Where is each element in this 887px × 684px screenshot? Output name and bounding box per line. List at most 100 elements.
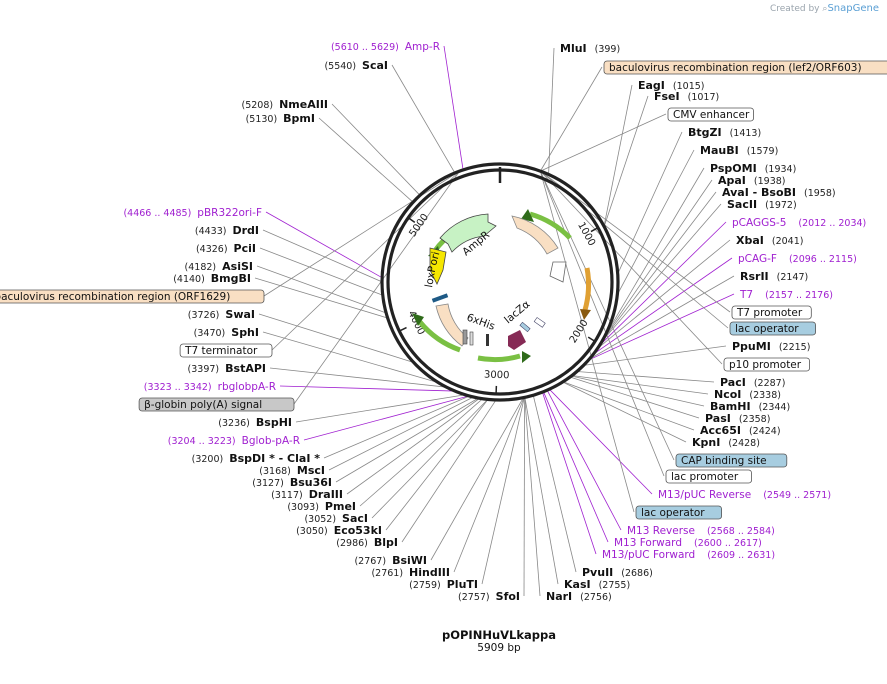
- site-label[interactable]: KasI (2755): [564, 578, 630, 591]
- feature-label[interactable]: CMV enhancer: [667, 107, 754, 122]
- site-label[interactable]: (3050)Eco53kI: [296, 524, 382, 537]
- site-label[interactable]: PvuII(2686): [582, 566, 653, 579]
- leader-line: [524, 397, 559, 585]
- svg-text:NcoI(2338): NcoI(2338): [714, 388, 781, 401]
- leader-line: [359, 398, 483, 507]
- site-label[interactable]: (3397)BstAPI: [188, 362, 266, 375]
- feature-label[interactable]: T7 promoter: [731, 305, 812, 320]
- site-label[interactable]: Acc65I(2424): [700, 424, 781, 437]
- tick-mark: [587, 336, 596, 342]
- svg-text:(3168)MscI: (3168)MscI: [259, 464, 325, 477]
- site-label[interactable]: NarI(2756): [546, 590, 612, 603]
- primer-label[interactable]: pCAG-F(2096 .. 2115): [738, 253, 857, 265]
- lac-operator-shape: [519, 321, 531, 333]
- site-label[interactable]: PasI(2358): [705, 412, 770, 425]
- site-label[interactable]: (3726)SwaI: [188, 308, 255, 321]
- site-label[interactable]: (5130)BpmI: [246, 112, 315, 125]
- feature-label[interactable]: lac promoter: [665, 469, 752, 484]
- leader-line: [597, 239, 731, 349]
- primer-name: Bglob-pA-R: [242, 435, 300, 447]
- site-label[interactable]: KpnI(2428): [692, 436, 760, 449]
- svg-text:PacI(2287): PacI(2287): [720, 376, 785, 389]
- leader-line: [532, 395, 577, 573]
- site-label[interactable]: (3127)Bsu36I: [252, 476, 332, 489]
- primer-label[interactable]: T7(2157 .. 2176): [739, 289, 833, 301]
- site-label[interactable]: (4326)PciI: [196, 242, 256, 255]
- svg-text:(3470)SphI: (3470)SphI: [194, 326, 259, 339]
- primer-label[interactable]: M13 Reverse(2568 .. 2584): [627, 525, 775, 537]
- feature-label[interactable]: lac operator: [635, 505, 722, 520]
- feature-box: [603, 60, 887, 75]
- site-label[interactable]: RsrII(2147): [740, 270, 808, 283]
- site-label[interactable]: (2757)SfoI: [458, 590, 520, 603]
- primer-label[interactable]: M13 Forward(2600 .. 2617): [614, 537, 762, 549]
- site-label[interactable]: (4433)DrdI: [195, 224, 259, 237]
- site-label[interactable]: FseI(1017): [654, 90, 719, 103]
- svg-text:(3093)PmeI: (3093)PmeI: [287, 500, 356, 513]
- site-label[interactable]: AvaI - BsoBI(1958): [722, 186, 836, 199]
- site-label[interactable]: (2986)BlpI: [336, 536, 398, 549]
- site-label[interactable]: PpuMI(2215): [732, 340, 810, 353]
- feature-label[interactable]: CAP binding site: [675, 453, 788, 468]
- primer-label[interactable]: (3204 .. 3223)Bglob-pA-R: [168, 435, 300, 447]
- site-label[interactable]: (3200)BspDI * - ClaI *: [192, 452, 321, 465]
- site-label[interactable]: (5540)ScaI: [324, 59, 388, 72]
- leader-line: [262, 331, 439, 384]
- site-label[interactable]: XbaI(2041): [736, 234, 803, 247]
- svg-text:AvaI - BsoBI(1958): AvaI - BsoBI(1958): [722, 186, 836, 199]
- orf-arc-right: [582, 267, 591, 311]
- feature-label[interactable]: T7 terminator: [179, 343, 273, 358]
- primer-label[interactable]: (5610 .. 5629)Amp-R: [331, 41, 440, 53]
- svg-text:MluI(399): MluI(399): [560, 42, 620, 55]
- primer-label[interactable]: (4466 .. 4485)pBR322ori-F: [123, 207, 262, 219]
- feature-label[interactable]: β-globin poly(A) signal: [138, 397, 295, 412]
- feature-box: [665, 469, 752, 484]
- primer-label[interactable]: M13/pUC Reverse(2549 .. 2571): [658, 489, 831, 501]
- site-label[interactable]: ApaI(1938): [718, 174, 786, 187]
- site-label[interactable]: (2761)HindIII: [371, 566, 450, 579]
- site-label[interactable]: BamHI(2344): [710, 400, 790, 413]
- site-label[interactable]: MluI(399): [560, 42, 620, 55]
- site-label[interactable]: NcoI(2338): [714, 388, 781, 401]
- site-label[interactable]: (3093)PmeI: [287, 500, 356, 513]
- site-label[interactable]: (3470)SphI: [194, 326, 259, 339]
- site-label[interactable]: (2759)PluTI: [409, 578, 478, 591]
- leader-line: [603, 95, 649, 227]
- feature-label[interactable]: p10 promoter: [723, 357, 810, 372]
- site-label[interactable]: (4140)BmgBI: [173, 272, 251, 285]
- site-label[interactable]: (3168)MscI: [259, 464, 325, 477]
- site-label[interactable]: PspOMI(1934): [710, 162, 796, 175]
- site-label[interactable]: BtgZI(1413): [688, 126, 761, 139]
- leader-line: [603, 84, 633, 227]
- position-text: (2344): [759, 402, 791, 413]
- position-text: (5540): [324, 61, 356, 72]
- primer-label[interactable]: M13/pUC Forward(2609 .. 2631): [602, 549, 775, 561]
- site-name: KasI: [564, 578, 591, 591]
- leader-line: [331, 103, 421, 196]
- site-label[interactable]: (3236)BspHI: [218, 416, 292, 429]
- site-label[interactable]: EagI(1015): [638, 79, 705, 92]
- site-label[interactable]: (3052)SacI: [304, 512, 368, 525]
- site-label[interactable]: (3117)DraIII: [271, 488, 343, 501]
- position-text: (3470): [194, 328, 226, 339]
- svg-text:(5208)NmeAIII: (5208)NmeAIII: [241, 98, 328, 111]
- site-label[interactable]: MauBI(1579): [700, 144, 778, 157]
- primer-label[interactable]: (3323 .. 3342)rbglobpA-R: [144, 381, 276, 393]
- feature-label[interactable]: baculovirus recombination region (ORF162…: [0, 289, 265, 304]
- svg-text:(3052)SacI: (3052)SacI: [304, 512, 368, 525]
- svg-text:(2986)BlpI: (2986)BlpI: [336, 536, 398, 549]
- site-label[interactable]: PacI(2287): [720, 376, 785, 389]
- feature-label[interactable]: lac operator: [729, 321, 816, 336]
- site-label[interactable]: (2767)BsiWI: [354, 554, 427, 567]
- leader-line: [335, 397, 479, 483]
- feature-label[interactable]: baculovirus recombination region (lef2/O…: [603, 60, 887, 75]
- position-text: (2600 .. 2617): [694, 538, 762, 549]
- feature-name: lac operator: [641, 507, 705, 519]
- primer-label[interactable]: pCAGGS-5(2012 .. 2034): [732, 217, 866, 229]
- position-text: (2755): [599, 580, 631, 591]
- leader-line: [391, 64, 456, 174]
- site-label[interactable]: (4182)AsiSI: [185, 260, 253, 273]
- site-label[interactable]: SacII(1972): [727, 198, 797, 211]
- position-text: (3323 .. 3342): [144, 382, 212, 393]
- site-label[interactable]: (5208)NmeAIII: [241, 98, 328, 111]
